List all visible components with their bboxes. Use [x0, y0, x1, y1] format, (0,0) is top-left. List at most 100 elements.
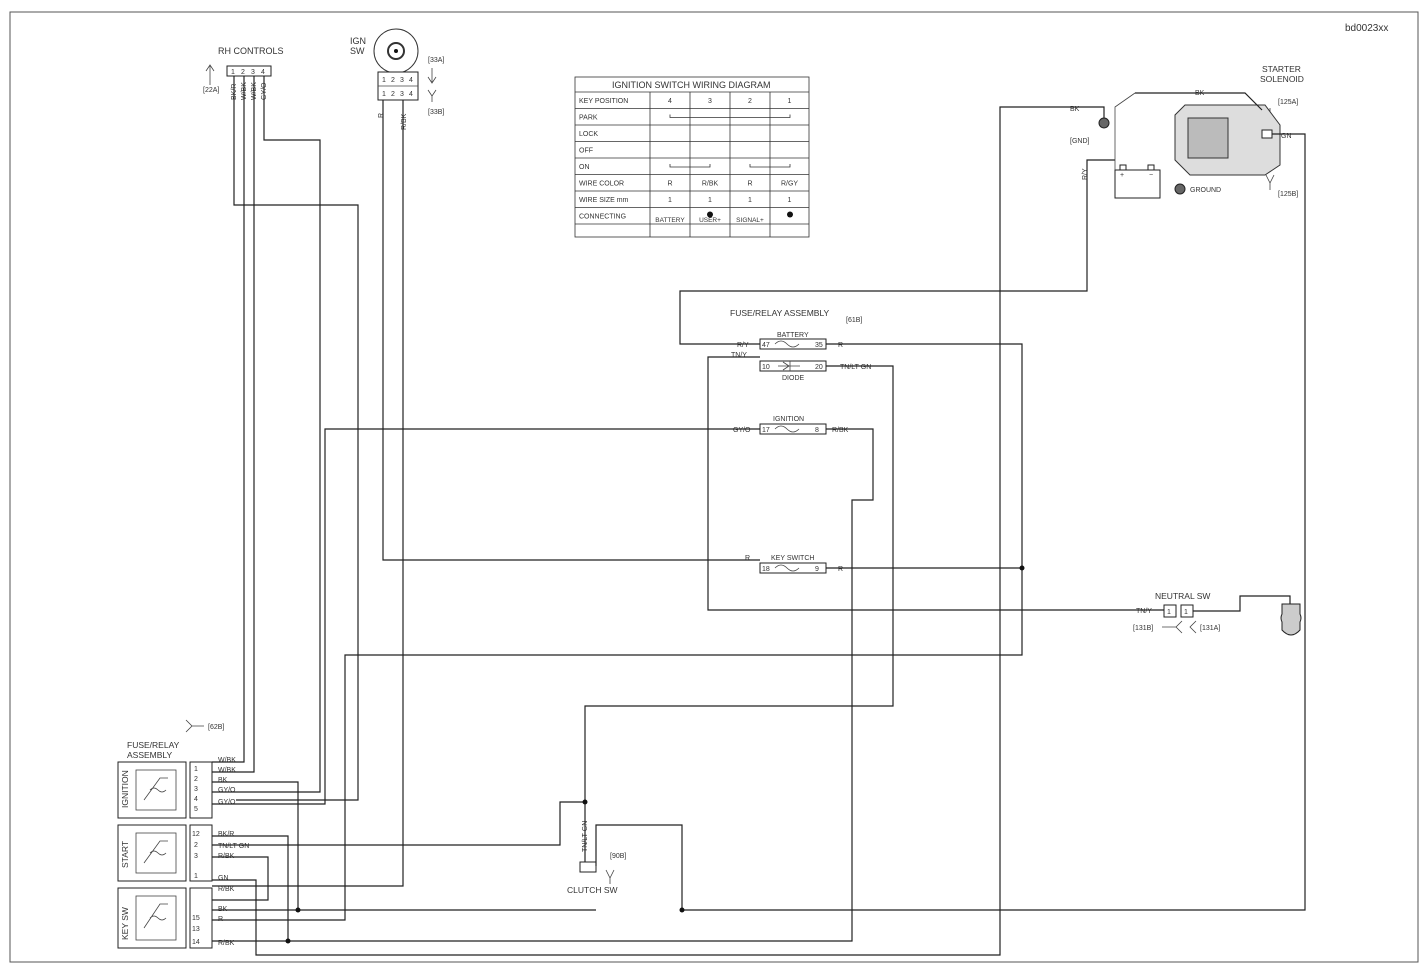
ignition-relay	[117, 761, 187, 819]
start-relay-pin-2: 2	[194, 842, 198, 849]
table-cell: CONNECTING	[579, 214, 626, 221]
table-cell: R	[747, 181, 752, 188]
keysw-wire-2: R/BK	[218, 886, 235, 893]
solenoid-bk1: BK	[1070, 106, 1080, 113]
keyswitch-fuse-pin-l: 18	[762, 566, 770, 573]
diode-out: TN/LT GN	[840, 364, 871, 371]
neutral-pin-a: 1	[1167, 609, 1171, 616]
solenoid-ref-b: [125B]	[1278, 191, 1298, 198]
battery-fuse-pin-r: 35	[815, 342, 823, 349]
table-cell: 4	[668, 98, 672, 105]
battery-fuse-label: BATTERY	[777, 332, 809, 339]
ign-relay-wire-4: GY/O	[218, 787, 236, 794]
ign-pin-b2: 2	[391, 91, 395, 98]
gnd-ref: [GND]	[1070, 138, 1090, 145]
table-cell: 1	[788, 197, 792, 204]
start-relay-wire-2: TN/LT GN	[218, 843, 249, 850]
table-cell: R/BK	[702, 181, 719, 188]
clutch-sw-ref: [90B]	[610, 853, 626, 860]
ignition-fuse-in: GY/O	[733, 427, 751, 434]
ground-label: GROUND	[1190, 187, 1221, 194]
clutch-switch-body-icon	[579, 861, 597, 873]
diode-label: DIODE	[782, 375, 805, 382]
clutch-sw-title: CLUTCH SW	[567, 885, 618, 895]
ign-pin-t3: 3	[400, 77, 404, 84]
ign-relay-pin-3: 3	[194, 786, 198, 793]
connecting-label: SIGNAL+	[736, 217, 764, 224]
ignition-relay-label: IGNITION	[120, 770, 130, 808]
fra-mid-ref: [61B]	[846, 317, 862, 324]
rh-controls-ref: [22A]	[203, 87, 219, 94]
start-relay-label: START	[120, 841, 130, 868]
neutral-pin-b: 1	[1184, 609, 1188, 616]
solenoid-ry: R/Y	[1082, 168, 1089, 180]
keysw-wire-1: GN	[218, 875, 229, 882]
relay-coil-icon	[135, 769, 177, 811]
fra-left-title-1: FUSE/RELAY	[127, 740, 180, 750]
solenoid-body-icon	[1187, 117, 1229, 159]
table-cell: OFF	[579, 148, 593, 155]
fra-left-title-2: ASSEMBLY	[127, 750, 173, 760]
solenoid-fork-icon	[1265, 174, 1275, 190]
keyswitch-fuse-pin-r: 9	[815, 566, 819, 573]
arrow-down-icon	[427, 68, 437, 84]
table-cell: 1	[788, 98, 792, 105]
ignition-fuse-label: IGNITION	[773, 416, 804, 423]
battery-fuse-in: R/Y	[737, 342, 749, 349]
clutch-switch: TN/LT GN [90B] CLUTCH SW	[567, 821, 626, 895]
ign-pin-t2: 2	[391, 77, 395, 84]
rh-pin-2: 2	[241, 69, 245, 76]
drawing-id: bd0023xx	[1345, 23, 1388, 34]
diode-pin-l: 10	[762, 364, 770, 371]
ign-pin-b1: 1	[382, 91, 386, 98]
ground-bolt-icon	[1174, 183, 1186, 195]
ign-pin-b4: 4	[409, 91, 413, 98]
start-relay	[117, 824, 187, 882]
table-cell: PARK	[579, 115, 598, 122]
start-relay-pin-4: 1	[194, 873, 198, 880]
table-title: IGNITION SWITCH WIRING DIAGRAM	[612, 80, 771, 90]
diode-in: TN/Y	[731, 352, 747, 359]
ign-relay-pin-2: 2	[194, 776, 198, 783]
battery-fuse-pin-l: 47	[762, 342, 770, 349]
rh-pin-3: 3	[251, 69, 255, 76]
rh-controls-title: RH CONTROLS	[218, 46, 284, 56]
ign-relay-wire-1: W/BK	[218, 757, 236, 764]
ign-sw-title-2: SW	[350, 46, 365, 56]
start-relay-pin-3: 3	[194, 853, 198, 860]
connector-fork-icon	[427, 89, 437, 102]
keysw-relay	[117, 887, 187, 949]
switch-position-bar	[749, 164, 791, 168]
keysw-relay-label: KEY SW	[120, 907, 130, 940]
solenoid-title-2: SOLENOID	[1260, 74, 1304, 84]
keysw-relay-pin-1: 15	[192, 915, 200, 922]
starter-solenoid: STARTER SOLENOID [125A] GN [125B] + − [G…	[1070, 64, 1304, 199]
ignition-fuse-pin-r: 8	[815, 427, 819, 434]
connecting-label: USER+	[699, 217, 721, 224]
wires	[212, 76, 1306, 956]
svg-text:+: +	[1120, 172, 1124, 179]
rh-pin-4: 4	[261, 69, 265, 76]
solenoid-gn: GN	[1281, 133, 1292, 140]
connecting-label: BATTERY	[655, 217, 685, 224]
diagram-frame	[9, 11, 1419, 963]
table-cell: 2	[748, 98, 752, 105]
relay-coil-icon	[135, 832, 177, 874]
ign-wire-r: R	[378, 113, 385, 118]
keysw-relay-pin-2: 13	[192, 926, 200, 933]
keysw-relay-pin-3: 14	[192, 939, 200, 946]
table-cell: ON	[579, 164, 590, 171]
connecting-dot	[787, 211, 793, 218]
svg-text:−: −	[1149, 172, 1153, 179]
battery-fuse-out: R	[838, 342, 843, 349]
keyswitch-fuse-in: R	[745, 555, 750, 562]
ign-pin-t1: 1	[382, 77, 386, 84]
solenoid-ref-a: [125A]	[1278, 99, 1298, 106]
ign-relay-pin-5: 5	[194, 806, 198, 813]
neutral-connector-icon	[1162, 620, 1197, 634]
fuse-relay-assembly-mid: FUSE/RELAY ASSEMBLY [61B] BATTERY 47 35 …	[730, 308, 871, 574]
rh-controls-connector	[226, 65, 272, 77]
ignition-fuse-out: R/BK	[832, 427, 849, 434]
